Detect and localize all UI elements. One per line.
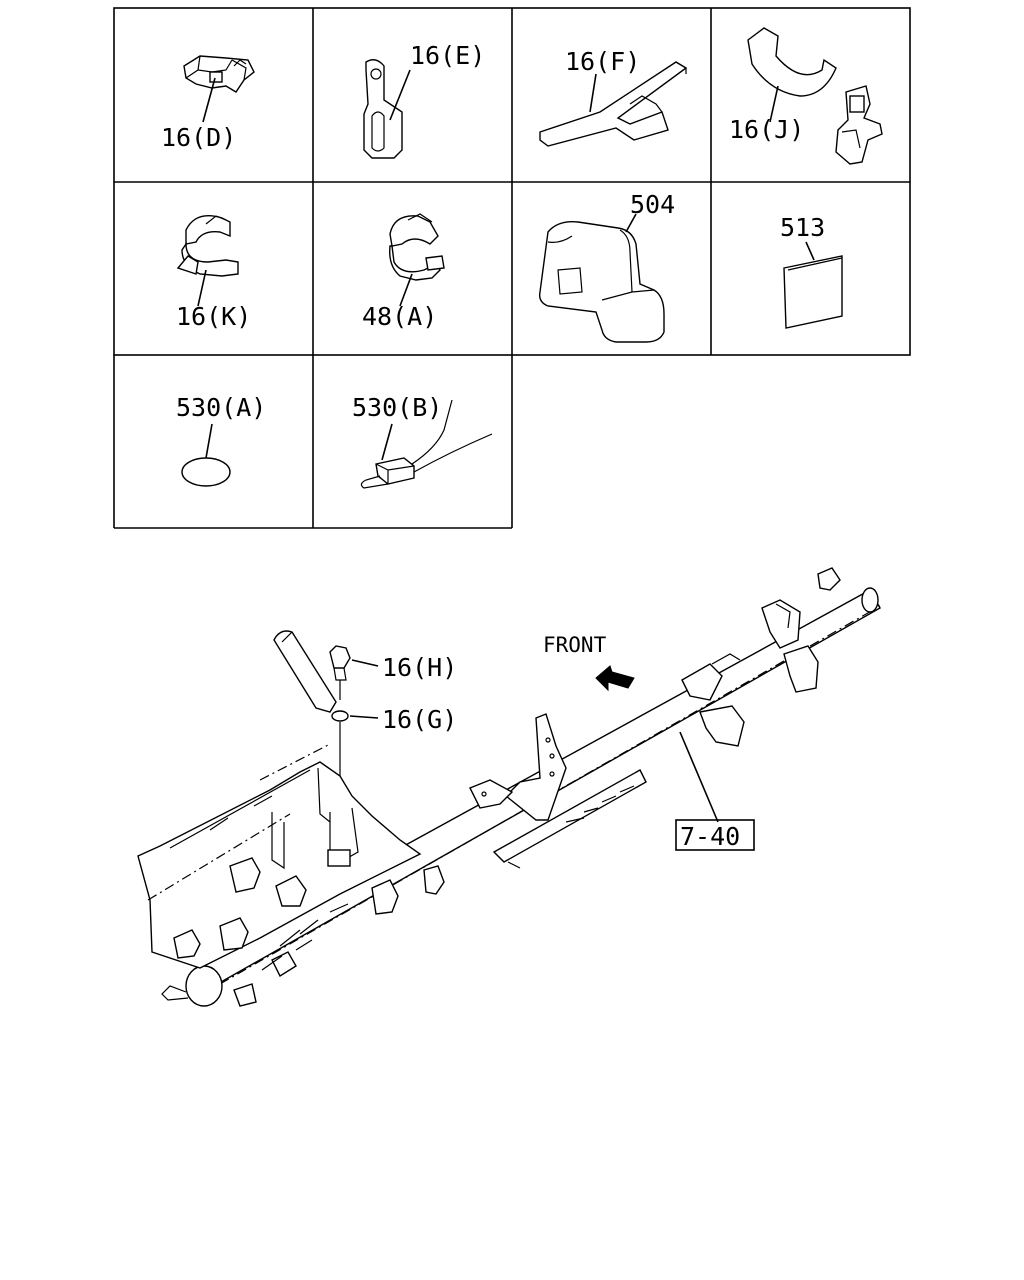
callout-504: 504 <box>630 190 675 219</box>
clip-16d-illustration <box>183 55 255 123</box>
parts-grid <box>113 7 911 529</box>
front-direction-label: FRONT <box>543 633 607 657</box>
callout-16j: 16(J) <box>729 115 804 144</box>
callout-530b: 530(B) <box>352 393 442 422</box>
connector-530b-illustration <box>360 399 493 489</box>
clip-16e-illustration <box>363 59 411 159</box>
callout-16g: 16(G) <box>382 705 457 734</box>
callout-16e: 16(E) <box>410 41 485 70</box>
clip-16j-illustration <box>747 27 883 165</box>
callout-7-40: 7-40 <box>680 822 740 851</box>
cross-car-beam-illustration <box>137 567 881 1007</box>
sheet-513-illustration <box>783 241 843 329</box>
callout-513: 513 <box>780 213 825 242</box>
callout-7-40-leader <box>679 731 719 823</box>
callout-16f: 16(F) <box>565 47 640 76</box>
callout-16k: 16(K) <box>176 302 251 331</box>
clip-16k-illustration <box>176 215 239 307</box>
reference-box-7-40 <box>675 819 755 851</box>
callout-48a: 48(A) <box>362 302 437 331</box>
callout-16d: 16(D) <box>161 123 236 152</box>
harness-grip-illustration <box>273 630 379 856</box>
callout-16h: 16(H) <box>382 653 457 682</box>
clip-48a-illustration <box>389 213 445 307</box>
pad-530a-illustration <box>181 423 231 487</box>
callout-530a: 530(A) <box>176 393 266 422</box>
clip-16f-illustration <box>539 61 688 147</box>
front-arrow-icon <box>595 665 635 692</box>
pad-504-illustration <box>538 213 665 343</box>
